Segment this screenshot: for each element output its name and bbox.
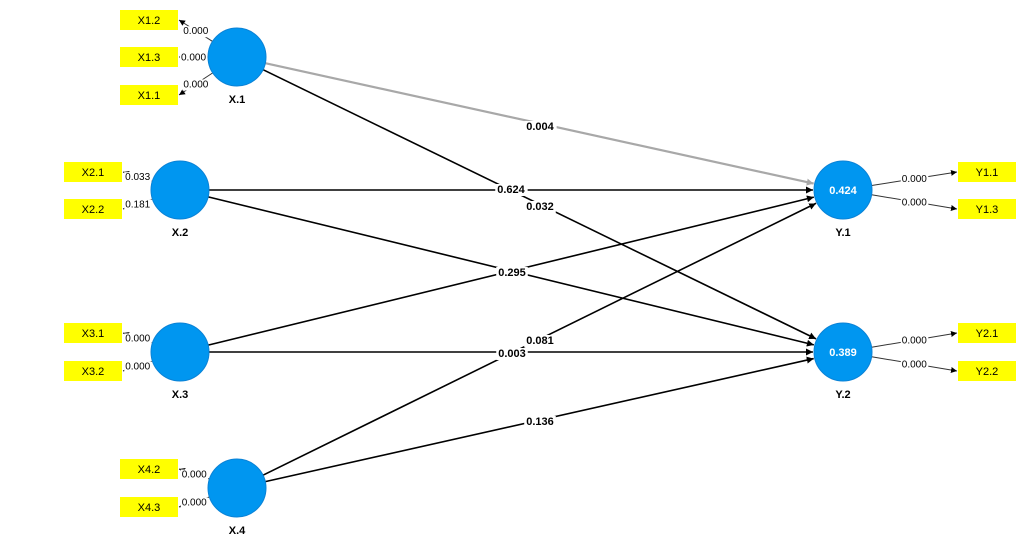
loading-value-y1-3: 0.000 bbox=[902, 197, 927, 208]
construct-label-x-2: X.2 bbox=[172, 227, 189, 239]
r-squared-y-1: 0.424 bbox=[829, 185, 857, 197]
indicator-x2-2 bbox=[64, 199, 122, 219]
indicators: X1.2X1.3X1.1X2.1X2.2X3.1X3.2X4.2X4.3 Y1.1… bbox=[64, 10, 1016, 517]
loading-value-bg bbox=[182, 26, 210, 38]
indicator-label-x1-2: X1.2 bbox=[138, 15, 161, 27]
loading-value-x4-3: 0.000 bbox=[182, 498, 207, 509]
indicator-x1-3 bbox=[120, 47, 178, 67]
construct-label-x-3: X.3 bbox=[172, 389, 189, 401]
indicator-y2-1 bbox=[958, 323, 1016, 343]
construct-label-y-1: Y.1 bbox=[835, 227, 850, 239]
indicator-label-x3-2: X3.2 bbox=[82, 366, 105, 378]
loading-value-y1-1: 0.000 bbox=[902, 174, 927, 185]
loading-value-bg bbox=[179, 52, 208, 64]
indicator-x1-1 bbox=[120, 85, 178, 105]
path-coefficient-bg bbox=[524, 335, 556, 347]
path-coefficient-bg bbox=[524, 121, 557, 133]
loading-value-bg bbox=[124, 361, 152, 373]
construct-x-1 bbox=[207, 27, 267, 87]
construct-x-2 bbox=[150, 160, 210, 220]
loading-value-bg bbox=[124, 333, 152, 345]
loading-value-bg bbox=[180, 469, 209, 481]
indicator-y1-1 bbox=[958, 162, 1016, 182]
loading-value-bg bbox=[900, 174, 929, 186]
loading-value-bg bbox=[900, 197, 929, 209]
measurement-paths: 0.000 0.000 0.000 0.033 0.181 0.000 0.000 0.000… bbox=[122, 19, 958, 509]
indicator-label-x4-3: X4.3 bbox=[138, 502, 161, 514]
loading-value-bg bbox=[124, 199, 152, 211]
path-coefficient-1: 0.624 bbox=[497, 184, 525, 196]
loading-value-x3-1: 0.000 bbox=[125, 333, 150, 344]
construct-y-1 bbox=[813, 160, 873, 220]
loading-value-y2-1: 0.000 bbox=[902, 336, 927, 347]
indicator-x4-3 bbox=[120, 497, 178, 517]
loading-value-x3-2: 0.000 bbox=[125, 362, 150, 373]
path-coefficient-2: 0.032 bbox=[526, 201, 554, 213]
loading-value-bg bbox=[900, 359, 929, 371]
path-coefficient-bg bbox=[496, 348, 528, 360]
indicator-x3-1 bbox=[64, 323, 122, 343]
path-coefficient-bg bbox=[495, 184, 528, 196]
r-squared-y-2: 0.389 bbox=[829, 347, 857, 359]
indicator-label-y1-3: Y1.3 bbox=[976, 204, 999, 216]
loading-value-x1-1: 0.000 bbox=[183, 79, 208, 90]
path-coefficient-3: 0.295 bbox=[498, 267, 526, 279]
indicator-label-x4-2: X4.2 bbox=[138, 464, 161, 476]
path-coefficient-bg bbox=[524, 201, 556, 213]
construct-label-x-4: X.4 bbox=[229, 525, 246, 537]
indicator-label-x1-1: X1.1 bbox=[138, 90, 161, 102]
indicator-label-y2-1: Y2.1 bbox=[976, 328, 999, 340]
indicator-x4-2 bbox=[120, 459, 178, 479]
loading-value-x2-1: 0.033 bbox=[125, 172, 150, 183]
loading-value-bg bbox=[124, 172, 152, 184]
indicator-label-x1-3: X1.3 bbox=[138, 52, 161, 64]
construct-x-3 bbox=[150, 322, 210, 382]
indicator-x1-2 bbox=[120, 10, 178, 30]
loading-value-x2-2: 0.181 bbox=[125, 200, 150, 211]
path-coefficient-bg bbox=[496, 267, 528, 279]
construct-x-4 bbox=[207, 458, 267, 518]
loading-value-y2-2: 0.000 bbox=[902, 359, 927, 370]
path-coefficient-bg bbox=[524, 416, 556, 428]
path-coefficient-6: 0.136 bbox=[526, 416, 554, 428]
loading-value-bg bbox=[180, 497, 209, 509]
loading-value-bg bbox=[182, 79, 210, 91]
construct-label-x-1: X.1 bbox=[229, 94, 246, 106]
loading-value-bg bbox=[900, 335, 929, 347]
indicator-label-x2-1: X2.1 bbox=[82, 167, 105, 179]
indicator-label-x3-1: X3.1 bbox=[82, 328, 105, 340]
construct-label-y-2: Y.2 bbox=[835, 389, 850, 401]
indicator-label-y1-1: Y1.1 bbox=[976, 167, 999, 179]
indicator-x2-1 bbox=[64, 162, 122, 182]
indicator-label-x2-2: X2.2 bbox=[82, 204, 105, 216]
indicator-y1-3 bbox=[958, 199, 1016, 219]
indicator-label-y2-2: Y2.2 bbox=[976, 366, 999, 378]
indicator-y2-2 bbox=[958, 361, 1016, 381]
indicator-x3-2 bbox=[64, 361, 122, 381]
path-coefficient-0: 0.004 bbox=[526, 121, 554, 133]
loading-value-x4-2: 0.000 bbox=[182, 469, 207, 480]
loading-value-x1-2: 0.000 bbox=[183, 26, 208, 37]
construct-y-2 bbox=[813, 322, 873, 382]
path-coefficient-4: 0.081 bbox=[526, 335, 554, 347]
path-coefficient-5: 0.003 bbox=[498, 348, 526, 360]
loading-value-x1-3: 0.000 bbox=[181, 53, 206, 64]
